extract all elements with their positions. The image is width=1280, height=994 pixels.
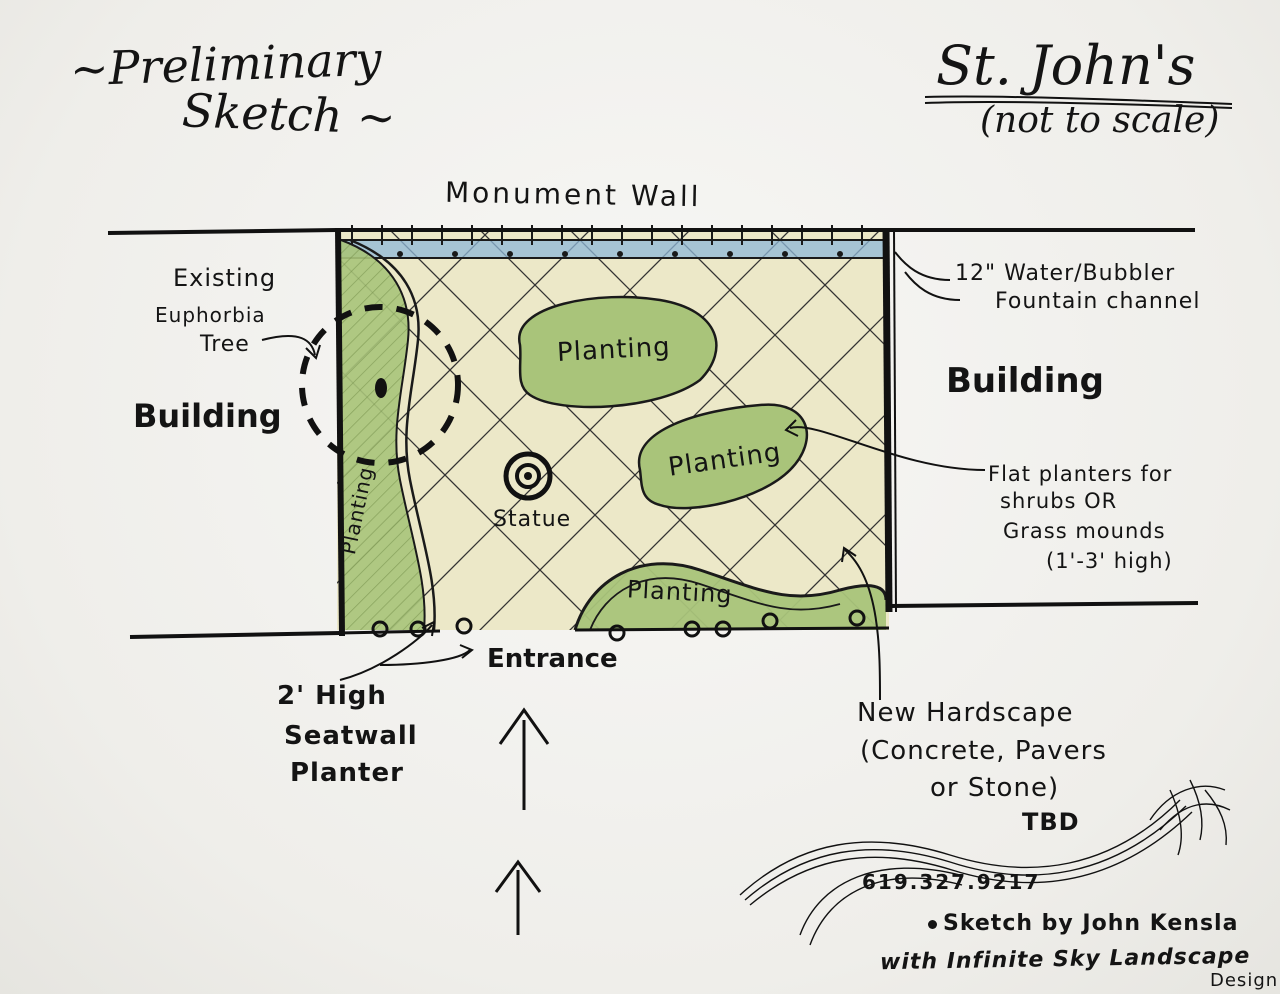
planting-label-upper: Planting xyxy=(556,332,672,368)
tree-label-line1: Existing xyxy=(173,264,277,292)
seatwall-label-line1: 2' High xyxy=(277,681,387,711)
flat-planters-line2: shrubs OR xyxy=(1000,489,1118,513)
flat-planters-line1: Flat planters for xyxy=(988,462,1173,486)
building-right-label: Building xyxy=(946,361,1104,401)
seatwall-label-line2: Seatwall xyxy=(284,721,418,751)
fountain-channel xyxy=(341,240,886,258)
annotation-leaders xyxy=(261,251,986,701)
flat-planters-line3: Grass mounds xyxy=(1003,519,1166,543)
seatwall-posts xyxy=(371,609,866,642)
planting-bed-lower xyxy=(573,562,888,631)
planting-label-lower: Planting xyxy=(626,575,734,609)
euphorbia-tree-trunk xyxy=(375,378,387,398)
credit-line3: Design xyxy=(1210,970,1279,991)
entrance-arrows xyxy=(494,707,550,935)
flat-planters-line4: (1'-3' high) xyxy=(1046,549,1173,573)
tree-label-line2: Euphorbia xyxy=(155,303,266,327)
hardscape-label-line3: or Stone) xyxy=(930,773,1060,803)
bubbler-dots xyxy=(397,251,843,257)
fountain-label-line2: Fountain channel xyxy=(995,289,1201,314)
building-left-label: Building xyxy=(133,397,282,435)
planting-bed-upper xyxy=(518,295,718,409)
site-name: St. John's xyxy=(936,34,1196,97)
credit-line1-text: Sketch by John Kensla xyxy=(943,911,1239,936)
phone-number: 619.327.9217 xyxy=(862,870,1041,894)
title-underlines xyxy=(924,95,1233,109)
grass-swirl-logo xyxy=(739,779,1231,946)
statue-label: Statue xyxy=(493,507,572,532)
planting-bed-middle xyxy=(637,403,808,510)
hardscape-label-line4: TBD xyxy=(1022,808,1080,836)
credit-line1: Sketch by John Kensla xyxy=(928,912,1238,935)
sketch-title-line2: Sketch ~ xyxy=(181,83,397,145)
hardscape-label-line1: New Hardscape xyxy=(857,698,1074,728)
fountain-label-line1: 12" Water/Bubbler xyxy=(955,261,1176,286)
euphorbia-tree-canopy xyxy=(299,304,461,466)
hardscape-label-line2: (Concrete, Pavers xyxy=(860,736,1107,766)
tree-label-line3: Tree xyxy=(200,332,250,357)
monument-wall-label: Monument Wall xyxy=(444,175,702,214)
building-outlines xyxy=(107,227,1199,639)
entrance-label: Entrance xyxy=(487,644,618,674)
scale-note: (not to scale) xyxy=(980,100,1220,141)
statue-symbol xyxy=(503,451,553,501)
seatwall-label-line3: Planter xyxy=(290,758,404,788)
bullet-icon xyxy=(928,919,937,929)
